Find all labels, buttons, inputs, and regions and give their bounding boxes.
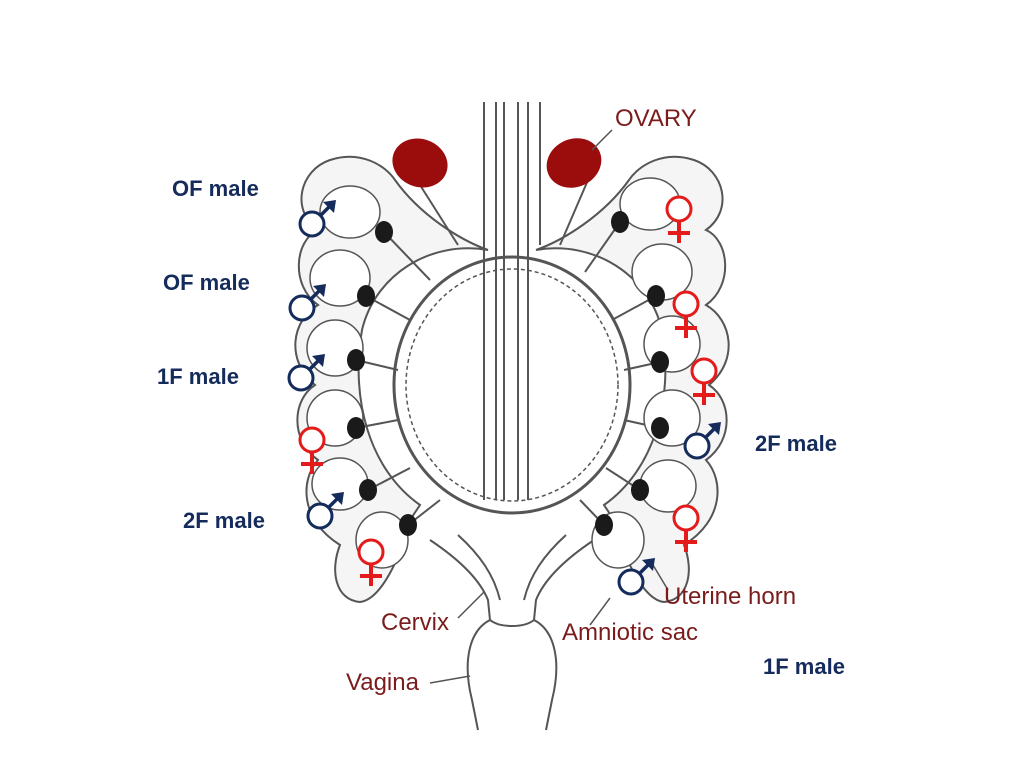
left-ovary (392, 138, 448, 188)
position-label-left-3: 1F male (157, 364, 239, 389)
right-placentas (595, 211, 669, 536)
vagina-label: Vagina (346, 669, 420, 696)
left-placentas (347, 221, 417, 536)
cervix-vagina (466, 619, 558, 731)
position-label-right-1: 2F male (755, 431, 837, 456)
position-label-left-1: OF male (172, 176, 259, 201)
uterine-horn-label: Uterine horn (664, 583, 796, 610)
amniotic-sac-label: Amniotic sac (562, 619, 698, 646)
position-label-right-2: 1F male (763, 654, 845, 679)
ovary-label: OVARY (615, 105, 697, 132)
amniotic-sac (319, 185, 381, 239)
right-ovary (546, 138, 602, 188)
position-label-left-4: 2F male (183, 508, 265, 533)
cervix-label: Cervix (381, 609, 449, 636)
position-label-left-2: OF male (163, 270, 250, 295)
amniotic-sac (639, 459, 697, 513)
amniotic-sac (309, 249, 371, 307)
